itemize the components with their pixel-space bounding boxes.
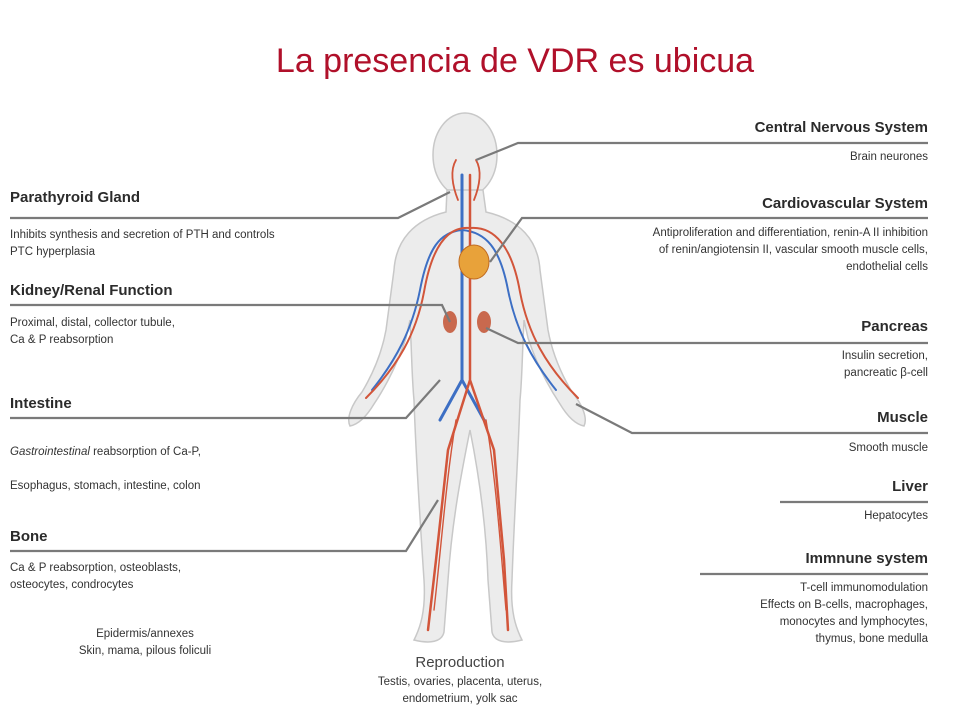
human-body-silhouette	[348, 112, 586, 643]
leader-cardio	[489, 216, 928, 263]
immune-label: Immnune system	[805, 550, 928, 567]
muscle-label: Muscle	[877, 409, 928, 426]
leader-muscle	[575, 403, 928, 435]
liver-heading: Liver	[892, 478, 928, 495]
cns-label: Central Nervous System	[755, 119, 928, 136]
leader-pancreas	[485, 327, 928, 345]
intestine-description-rest: reabsorption of Ca-P,	[89, 446, 201, 458]
parathyroid-label: Parathyroid Gland	[10, 189, 140, 206]
reproduction-description: Testis, ovaries, placenta, uterus, endom…	[377, 676, 543, 705]
intestine-description-italic: Gastrointestinal	[10, 446, 90, 458]
liver-label: Liver	[892, 478, 928, 495]
cns-heading: Central Nervous System	[754, 119, 928, 136]
muscle-description: Smooth muscle	[848, 442, 928, 454]
artery-head	[451, 159, 481, 201]
heart-organ	[458, 244, 490, 280]
immune-description: T-cell immunomodulation Effects on B-cel…	[760, 582, 928, 645]
kidney-description: Proximal, distal, collector tubule, Ca &…	[10, 317, 175, 346]
pancreas-label: Pancreas	[861, 318, 928, 335]
leader-cns	[475, 141, 928, 162]
bone-description: Ca & P reabsorption, osteoblasts, osteoc…	[10, 562, 182, 591]
intestine-description-line2: Esophagus, stomach, intestine, colon	[10, 480, 201, 492]
leader-bone	[10, 499, 439, 553]
bone-label: Bone	[10, 528, 48, 545]
bone-heading: Bone	[10, 528, 48, 545]
parathyroid-description: Inhibits synthesis and secretion of PTH …	[10, 229, 275, 258]
pancreas-heading: Pancreas	[861, 318, 928, 335]
cns-description: Brain neurones	[850, 151, 928, 163]
intestine-heading: Intestine	[10, 395, 72, 412]
artery-legs-inner	[433, 419, 507, 611]
intestine-description: Gastrointestinal reabsorption of Ca-P, E…	[10, 427, 201, 495]
vein-arms	[371, 229, 557, 391]
liver-description: Hepatocytes	[864, 510, 928, 522]
leader-intestine	[10, 379, 441, 420]
cardio-label: Cardiovascular System	[762, 195, 928, 212]
reproduction-label: Reproduction	[340, 654, 580, 671]
immune-heading: Immnune system	[805, 550, 928, 567]
leader-parathyroid	[10, 191, 451, 220]
pancreas-description: Insulin secretion, pancreatic β-cell	[841, 350, 928, 379]
kidney-heading: Kidney/Renal Function	[10, 282, 173, 299]
leader-lines	[10, 141, 928, 576]
reproduction-heading: Reproduction	[415, 654, 505, 671]
intestine-label: Intestine	[10, 395, 72, 412]
epidermis-description: Epidermis/annexes Skin, mama, pilous fol…	[78, 628, 212, 657]
cardio-description: Antiproliferation and differentiation, r…	[652, 227, 928, 273]
cardio-heading: Cardiovascular System	[762, 195, 928, 212]
artery-arms	[365, 226, 579, 399]
kidney-label: Kidney/Renal Function	[10, 282, 173, 299]
slide-title: La presencia de VDR es ubicua	[275, 42, 755, 80]
muscle-heading: Muscle	[877, 409, 928, 426]
parathyroid-heading: Parathyroid Gland	[10, 189, 141, 206]
leader-kidney	[10, 303, 451, 323]
